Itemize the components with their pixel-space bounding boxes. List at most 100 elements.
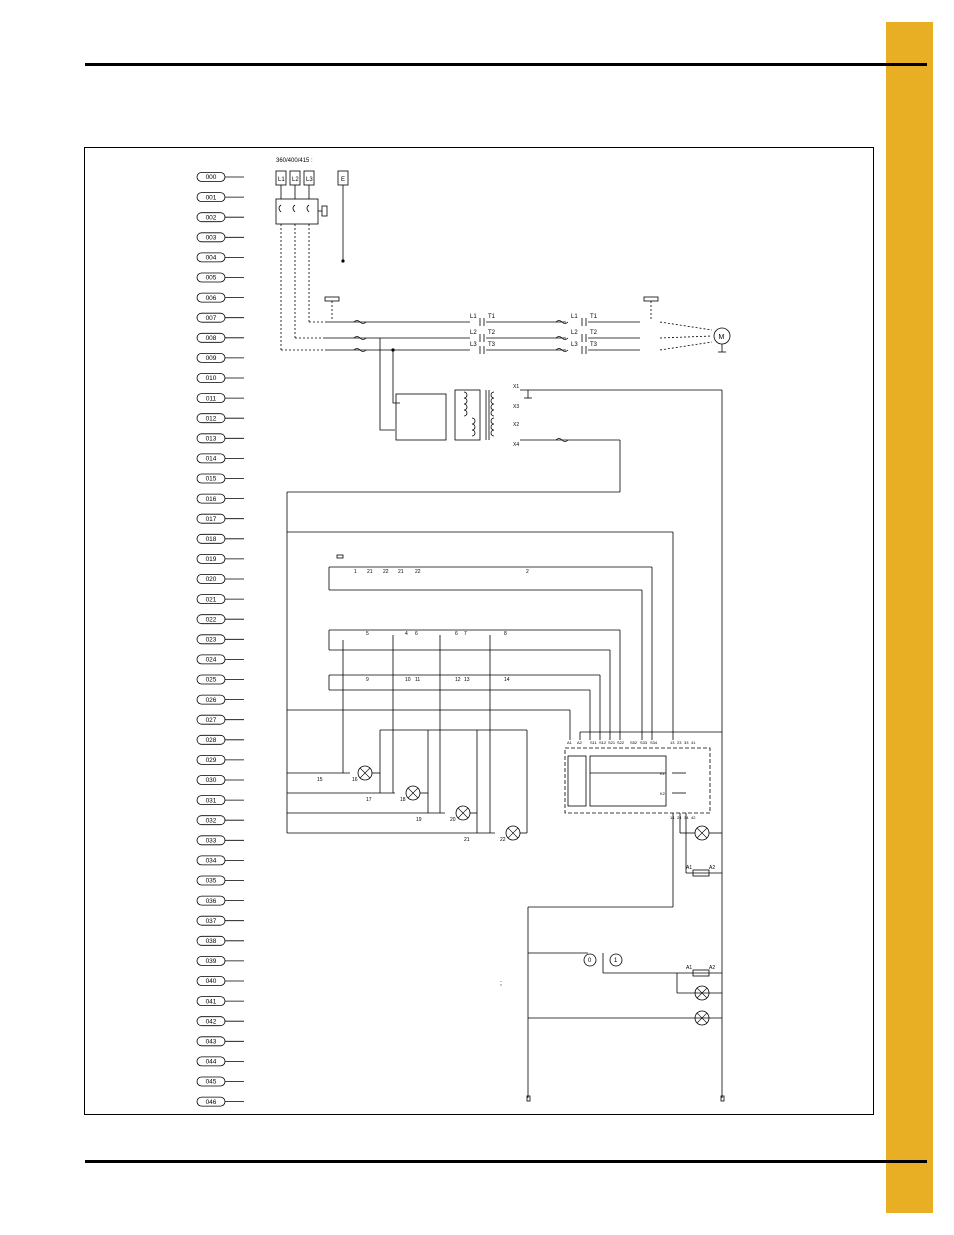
r25-label-13: 13 [464, 677, 470, 683]
line-number: 001 [206, 194, 217, 201]
relay-t-s33: S33 [640, 740, 648, 745]
relay-coil-k1: K1 [660, 771, 666, 776]
relay-t-23: 23 [677, 740, 682, 745]
relay-coil-k2: K2 [660, 791, 666, 796]
relay-t-s21: S21 [608, 740, 616, 745]
r22-label-7: 7 [464, 631, 467, 637]
c1-in-l1: L1 [470, 314, 477, 320]
c1-out-t2: T2 [488, 330, 496, 336]
relay-t-a1: A1 [567, 740, 573, 745]
header-rule [85, 63, 927, 66]
control-circuit [287, 531, 725, 1102]
schematic-frame [84, 147, 874, 1115]
c1-out-t1: T1 [488, 314, 496, 320]
relay-logic-block [589, 755, 667, 807]
line-number: 039 [206, 958, 217, 965]
r25-label-9: 9 [366, 677, 369, 683]
line-number: 034 [206, 858, 217, 865]
selector-position-1 [609, 953, 623, 967]
motor-label: M [719, 334, 725, 341]
lamp-label-20: 20 [450, 817, 456, 823]
earth-label: E [341, 177, 345, 183]
line-number: 040 [206, 978, 217, 985]
relay-t-s52: S52 [630, 740, 638, 745]
breaker-label-tag [324, 296, 340, 302]
lamp-fault [694, 1010, 710, 1026]
side-tab [886, 22, 933, 1213]
line-terminal [720, 1095, 725, 1102]
lamp-label-18: 18 [400, 797, 406, 803]
line-number: 038 [206, 938, 217, 945]
lamp-label-17: 17 [366, 797, 372, 803]
relay-t-s22: S22 [617, 740, 625, 745]
run-relay-coil [692, 969, 710, 977]
lamp-label-21: 21 [464, 837, 470, 843]
control-fuse [555, 438, 569, 442]
tx-x3: X3 [513, 404, 519, 410]
line-number: 028 [206, 737, 217, 744]
relay-t-s11: S11 [590, 740, 598, 745]
phase-l2-label: L2 [292, 177, 299, 183]
line-number: 010 [206, 375, 217, 382]
lamp-label-16: 16 [352, 777, 358, 783]
line-number: 029 [206, 757, 217, 764]
line-number: 037 [206, 918, 217, 925]
line-number: 012 [206, 415, 217, 422]
estop-label-22a: 22 [383, 569, 389, 575]
relay-t-13: 13 [670, 740, 675, 745]
tx-x4: X4 [513, 442, 519, 448]
relay-b-42: 42 [691, 815, 696, 820]
line-number: 004 [206, 255, 217, 262]
line-number: 041 [206, 998, 217, 1005]
lamp-crosses [359, 767, 708, 1024]
line-number: 000 [206, 174, 217, 181]
overload-relay [555, 320, 569, 352]
line-number: 035 [206, 878, 217, 885]
timer-coil [692, 869, 710, 877]
line-number: 014 [206, 456, 217, 463]
footer-rule [85, 1160, 927, 1163]
line-number: 025 [206, 677, 217, 684]
r40-a2: A2 [709, 965, 715, 971]
line-number: 007 [206, 315, 217, 322]
line-number: 003 [206, 235, 217, 242]
line-number: 023 [206, 637, 217, 644]
line-number: 045 [206, 1079, 217, 1086]
timer-a2: A2 [709, 865, 715, 871]
neutral-terminal [526, 1095, 531, 1102]
line-number: 044 [206, 1059, 217, 1066]
power-circuit [286, 296, 731, 1098]
primary-fuse-block [395, 393, 447, 441]
line-number: 026 [206, 697, 217, 704]
line-number: 015 [206, 476, 217, 483]
r25-label-14: 14 [504, 677, 510, 683]
c1-in-l2: L2 [470, 330, 477, 336]
line-number: 008 [206, 335, 217, 342]
line-number: 018 [206, 536, 217, 543]
estop-button [336, 554, 344, 559]
relay-t-33: 33 [684, 740, 689, 745]
line-number: 020 [206, 576, 217, 583]
r25-label-11: 11 [415, 677, 420, 683]
r25-label-12: 12 [455, 677, 461, 683]
supply-voltage-label: 360/400/415 : [276, 158, 313, 164]
estop-label-2: 2 [526, 569, 529, 575]
estop-label-22b: 22 [415, 569, 421, 575]
phase-l1-label: L1 [278, 177, 285, 183]
power-fuses [353, 320, 367, 352]
estop-label-21b: 21 [398, 569, 404, 575]
c2-in-l2: L2 [571, 330, 578, 336]
line-number: 033 [206, 838, 217, 845]
line-number: 030 [206, 777, 217, 784]
isolator-tag-2 [643, 296, 659, 302]
lamp-label-22: 22 [500, 837, 506, 843]
line-number: 009 [206, 355, 217, 362]
timer-a1: A1 [686, 865, 692, 871]
relay-b-24: 24 [677, 815, 682, 820]
relay-b-34: 34 [684, 815, 689, 820]
main-isolator [275, 198, 319, 225]
r25-label-10: 10 [405, 677, 411, 683]
line-number: 019 [206, 556, 217, 563]
line-number: 021 [206, 596, 217, 603]
